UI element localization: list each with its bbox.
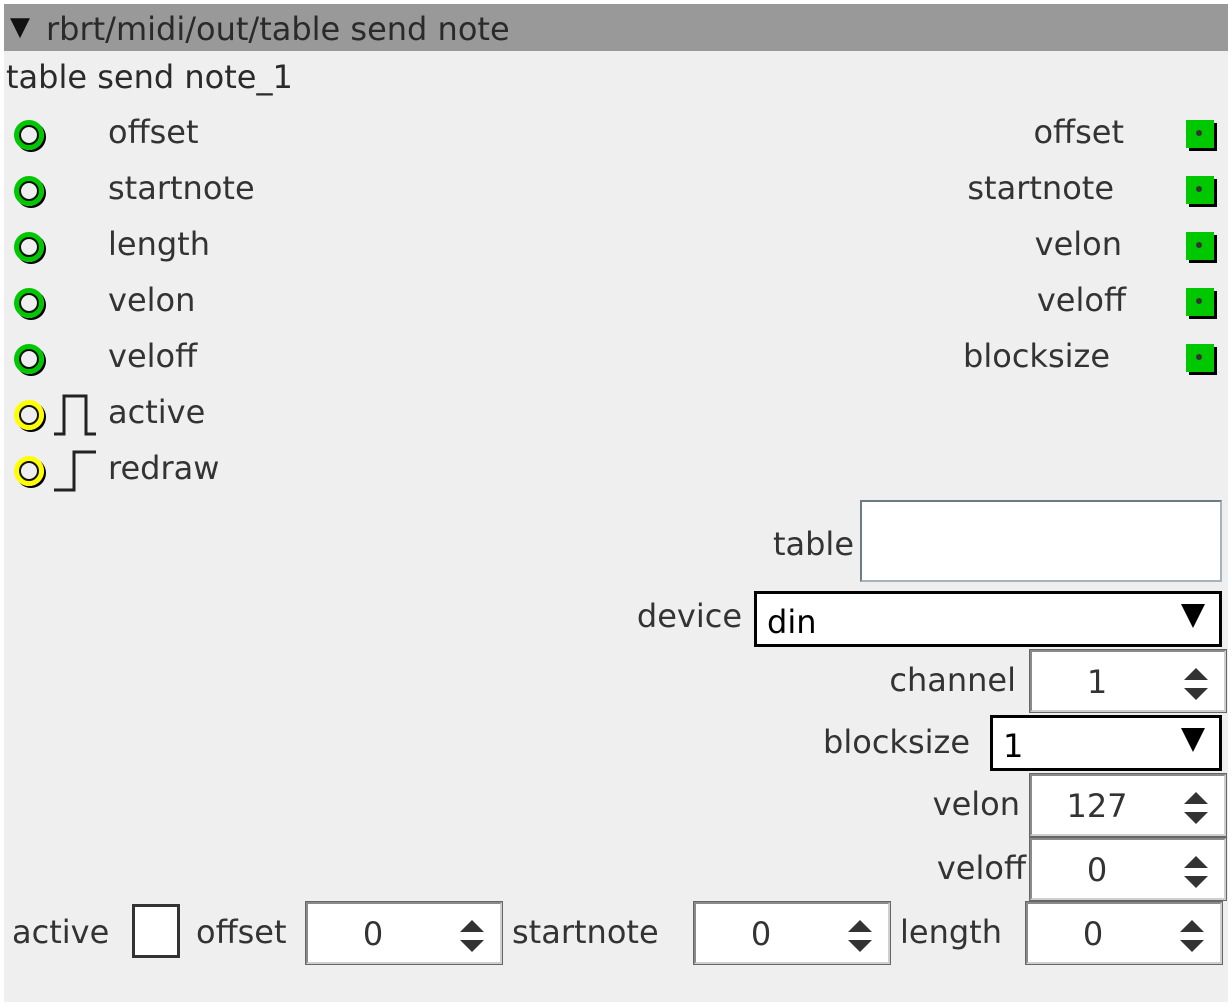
length-spinner[interactable]: 0 — [1025, 901, 1223, 965]
outlet-label-veloff: veloff — [1036, 281, 1126, 319]
inlet-offset-icon[interactable] — [14, 120, 44, 150]
veloff-label: veloff — [936, 849, 1026, 887]
inlet-label-offset: offset — [108, 113, 199, 151]
offset-label: offset — [196, 913, 287, 951]
spin-down-icon[interactable] — [848, 940, 872, 952]
offset-value: 0 — [362, 915, 384, 953]
inlet-label-velon: velon — [108, 281, 196, 319]
dropdown-arrow-icon — [1181, 604, 1205, 628]
veloff-spinner[interactable]: 0 — [1029, 837, 1227, 901]
channel-spinner[interactable]: 1 — [1029, 649, 1227, 713]
length-label: length — [900, 913, 1002, 951]
collapse-triangle-icon[interactable]: ▼ — [10, 12, 30, 42]
inlet-veloff-icon[interactable] — [14, 344, 44, 374]
inlet-active-icon[interactable] — [14, 400, 44, 430]
length-value: 0 — [1082, 915, 1104, 953]
spin-down-icon[interactable] — [1184, 688, 1208, 700]
step-icon — [54, 450, 96, 492]
blocksize-dropdown[interactable]: 1 — [990, 715, 1222, 771]
inlet-startnote-icon[interactable] — [14, 176, 44, 206]
blocksize-label: blocksize — [823, 723, 970, 761]
spin-up-icon[interactable] — [1184, 668, 1208, 680]
device-value: din — [767, 603, 817, 641]
channel-value: 1 — [1086, 663, 1108, 701]
outlet-veloff-icon[interactable] — [1186, 288, 1214, 316]
inlet-label-redraw: redraw — [108, 449, 220, 487]
spin-up-icon[interactable] — [1184, 792, 1208, 804]
startnote-value: 0 — [750, 915, 772, 953]
velon-value: 127 — [1066, 787, 1128, 825]
outlet-label-blocksize: blocksize — [963, 337, 1110, 375]
object-title-bar[interactable]: ▼ rbrt/midi/out/table send note — [4, 4, 1228, 51]
inlet-label-veloff: veloff — [108, 337, 198, 375]
table-label: table — [772, 525, 854, 563]
spin-down-icon[interactable] — [460, 940, 484, 952]
spin-down-icon[interactable] — [1180, 940, 1204, 952]
spin-down-icon[interactable] — [1184, 876, 1208, 888]
inlet-redraw-icon[interactable] — [14, 456, 44, 486]
veloff-value: 0 — [1086, 851, 1108, 889]
inlet-velon-icon[interactable] — [14, 288, 44, 318]
outlet-velon-icon[interactable] — [1186, 232, 1214, 260]
channel-label: channel — [889, 661, 1016, 699]
spin-up-icon[interactable] — [848, 920, 872, 932]
spin-up-icon[interactable] — [1180, 920, 1204, 932]
outlet-label-startnote: startnote — [967, 169, 1114, 207]
pulse-icon — [54, 394, 96, 436]
inlet-length-icon[interactable] — [14, 232, 44, 262]
velon-spinner[interactable]: 127 — [1029, 773, 1227, 837]
outlet-offset-icon[interactable] — [1186, 120, 1214, 148]
instance-name[interactable]: table send note_1 — [6, 58, 293, 96]
inlet-label-active: active — [108, 393, 206, 431]
table-field[interactable] — [860, 500, 1222, 582]
inlet-label-length: length — [108, 225, 210, 263]
device-dropdown[interactable]: din — [754, 591, 1222, 647]
startnote-spinner[interactable]: 0 — [693, 901, 891, 965]
spin-up-icon[interactable] — [1184, 856, 1208, 868]
inlet-label-startnote: startnote — [108, 169, 255, 207]
device-label: device — [636, 597, 742, 635]
active-checkbox[interactable] — [132, 904, 180, 958]
active-label: active — [12, 913, 110, 951]
outlet-label-velon: velon — [1034, 225, 1122, 263]
offset-spinner[interactable]: 0 — [305, 901, 503, 965]
object-path: rbrt/midi/out/table send note — [46, 10, 510, 48]
dropdown-arrow-icon — [1181, 728, 1205, 752]
velon-label: velon — [932, 785, 1020, 823]
spin-up-icon[interactable] — [460, 920, 484, 932]
outlet-startnote-icon[interactable] — [1186, 176, 1214, 204]
blocksize-value: 1 — [1003, 727, 1024, 765]
startnote-label: startnote — [512, 913, 659, 951]
outlet-blocksize-icon[interactable] — [1186, 344, 1214, 372]
outlet-label-offset: offset — [1033, 113, 1124, 151]
object-panel: ▼ rbrt/midi/out/table send note table se… — [4, 4, 1228, 1002]
spin-down-icon[interactable] — [1184, 812, 1208, 824]
